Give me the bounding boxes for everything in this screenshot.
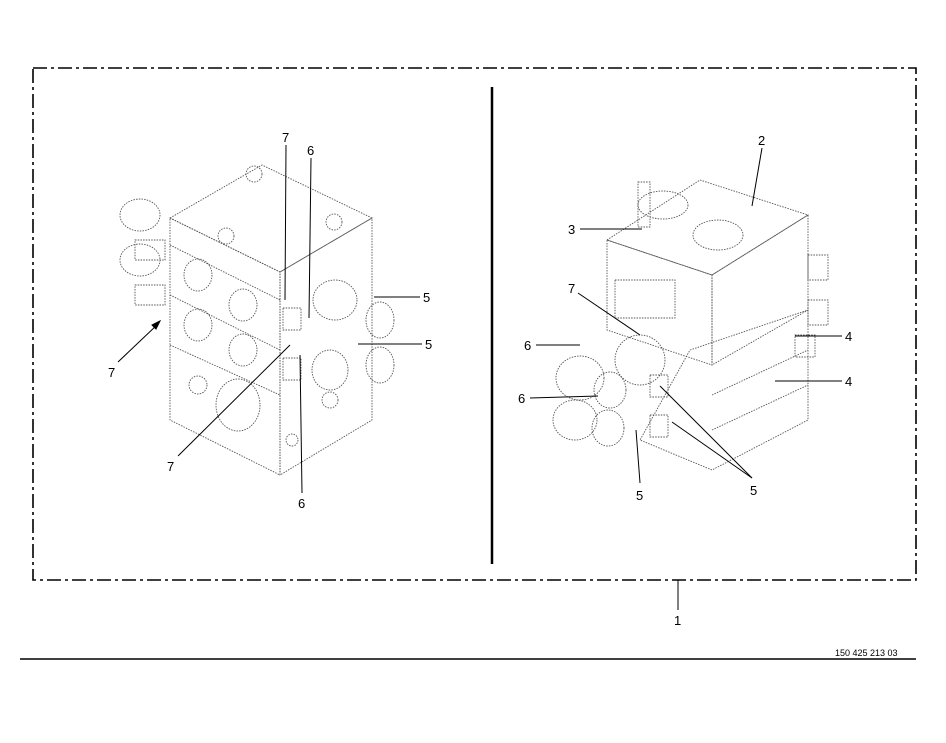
callout-left-6a: 6 <box>307 143 314 158</box>
callout-left-7b: 7 <box>108 365 115 380</box>
callout-right-4b: 4 <box>845 374 852 389</box>
callout-right-2: 2 <box>758 133 765 148</box>
assembly-boundary-frame <box>32 67 917 581</box>
callout-left-5a: 5 <box>423 290 430 305</box>
callout-assembly-1: 1 <box>674 613 681 628</box>
callout-left-7a: 7 <box>282 130 289 145</box>
callout-left-7c: 7 <box>167 459 174 474</box>
part-number: 150 425 213 03 <box>835 648 898 658</box>
callout-right-3: 3 <box>568 222 575 237</box>
left-valve-block <box>119 164 395 476</box>
callout-right-7: 7 <box>568 281 575 296</box>
callout-right-6b: 6 <box>518 391 525 406</box>
right-valve-block <box>552 179 829 471</box>
callout-left-6b: 6 <box>298 496 305 511</box>
callout-right-5a: 5 <box>636 488 643 503</box>
callout-right-6a: 6 <box>524 338 531 353</box>
right-leaders <box>529 147 842 610</box>
callout-left-5b: 5 <box>425 337 432 352</box>
callout-right-4a: 4 <box>845 329 852 344</box>
left-leaders <box>117 144 422 494</box>
callout-right-5b: 5 <box>750 483 757 498</box>
